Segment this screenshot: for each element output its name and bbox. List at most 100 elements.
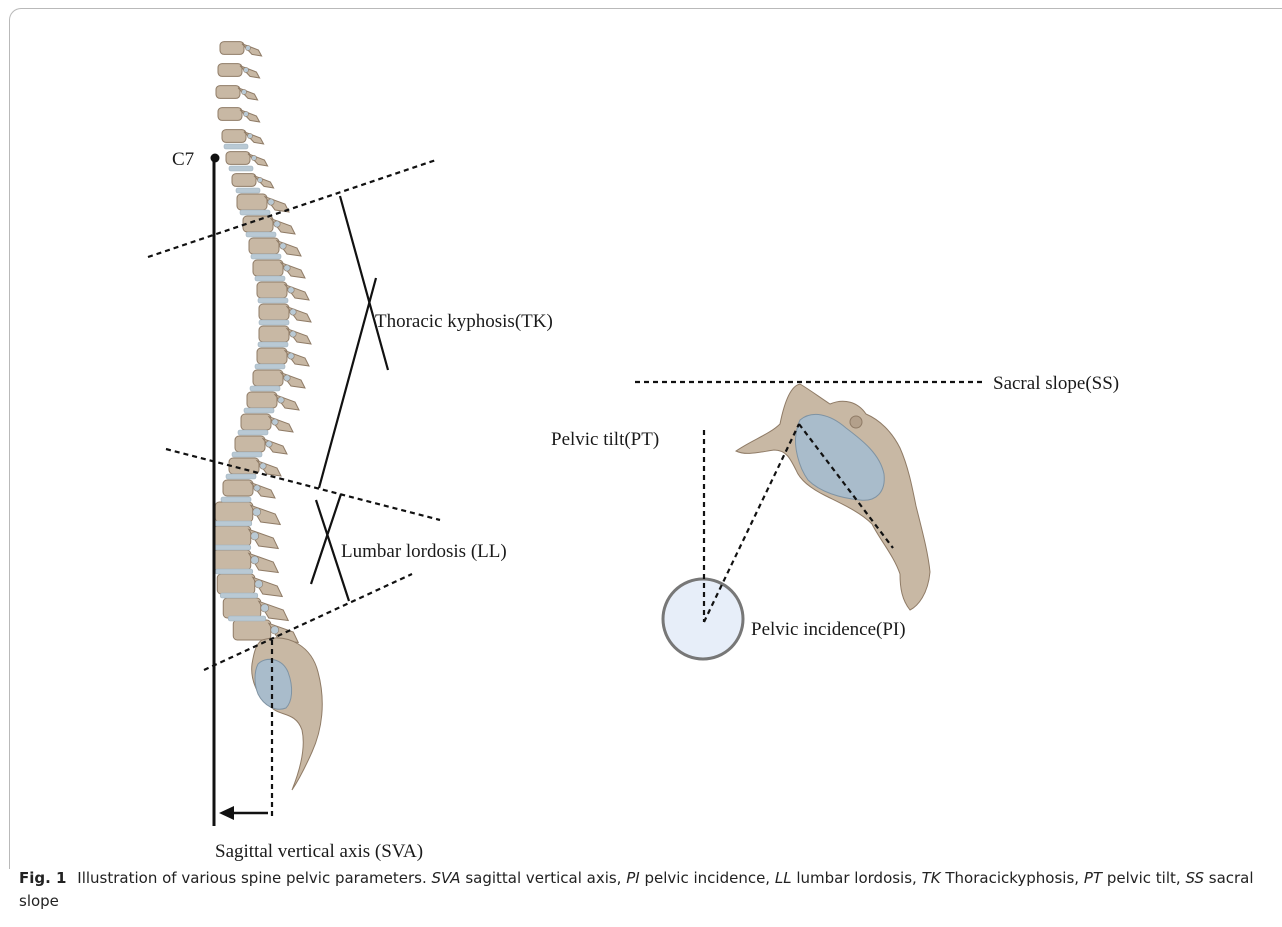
intervertebral-disc <box>240 210 270 215</box>
intervertebral-disc <box>220 593 258 598</box>
vertebral-foramen <box>284 265 290 271</box>
intervertebral-disc <box>259 320 289 325</box>
intervertebral-disc <box>255 364 285 369</box>
spinous-process <box>254 176 274 188</box>
intervertebral-disc <box>214 521 252 526</box>
caption-desc: Thoracickyphosis, <box>945 869 1079 887</box>
intervertebral-disc <box>236 188 260 193</box>
vertebral-foramen <box>251 532 259 540</box>
sva-label: Sagittal vertical axis (SVA) <box>215 841 423 862</box>
ss-label: Sacral slope(SS) <box>993 373 1119 394</box>
vertebra-body <box>259 304 289 320</box>
spine-pelvic-diagram: C7 Thoracic kyphosis(TK) Lumbar lordosis… <box>0 0 1282 870</box>
intervertebral-disc <box>258 298 288 303</box>
intervertebral-disc <box>224 144 248 149</box>
vertebral-foramen <box>290 331 296 337</box>
intervertebral-disc <box>215 569 253 574</box>
vertebra-body <box>218 64 242 77</box>
vertebra-body <box>253 260 283 276</box>
vertebra-body <box>223 598 261 618</box>
vertebral-foramen <box>266 441 272 447</box>
vertebral-foramen <box>280 243 286 249</box>
pi-label: Pelvic incidence(PI) <box>751 619 906 640</box>
vertebra-body <box>218 108 242 121</box>
intervertebral-disc <box>228 616 266 621</box>
vertebral-foramen <box>251 155 256 160</box>
caption-desc: sagittal vertical axis, <box>465 869 621 887</box>
vertebra-body <box>257 282 287 298</box>
vertebral-foramen <box>268 199 274 205</box>
vertebral-foramen <box>243 111 248 116</box>
caption-abbr: PT <box>1084 869 1102 887</box>
spinous-process <box>248 154 268 166</box>
vertebra-body <box>241 414 271 430</box>
vertebral-foramen <box>247 133 252 138</box>
intervertebral-disc <box>238 430 268 435</box>
pt-label: Pelvic tilt(PT) <box>551 429 659 450</box>
vertebra-body <box>249 238 279 254</box>
vertebra-body <box>215 502 253 522</box>
tk-lower-line <box>166 449 440 520</box>
vertebra-body <box>253 370 283 386</box>
vertebral-foramen <box>272 419 278 425</box>
vertebral-foramen <box>288 287 294 293</box>
intervertebral-disc <box>229 166 253 171</box>
caption-term-2: LL lumbar lordosis, <box>775 869 922 887</box>
intervertebral-disc <box>221 497 251 502</box>
intervertebral-disc <box>226 474 256 479</box>
caption-desc: pelvic incidence, <box>645 869 771 887</box>
vertebra-body <box>233 620 271 640</box>
intervertebral-disc <box>246 232 276 237</box>
intervertebral-disc <box>258 342 288 347</box>
spinous-process <box>242 44 262 56</box>
spinous-process <box>244 132 264 144</box>
vertebra-body <box>213 550 251 570</box>
ll-label: Lumbar lordosis (LL) <box>341 541 507 562</box>
intervertebral-disc <box>232 452 262 457</box>
tk-perp-lower <box>319 278 376 488</box>
figure-caption: Fig. 1 Illustration of various spine pel… <box>19 867 1269 913</box>
vertebra-body <box>226 152 250 165</box>
intervertebral-disc <box>250 386 280 391</box>
caption-term-0: SVA sagittal vertical axis, <box>432 869 627 887</box>
vertebral-foramen <box>245 45 250 50</box>
spinous-process <box>240 110 260 122</box>
caption-abbr: SVA <box>432 869 461 887</box>
vertebra-body <box>259 326 289 342</box>
intervertebral-disc <box>213 545 251 550</box>
vertebral-foramen <box>255 580 263 588</box>
vertebral-foramen <box>241 89 246 94</box>
caption-term-3: TK Thoracickyphosis, <box>922 869 1084 887</box>
c7-label: C7 <box>172 149 194 170</box>
vertebra-body <box>237 194 267 210</box>
caption-abbr: SS <box>1185 869 1204 887</box>
intervertebral-disc <box>244 408 274 413</box>
figure-number: Fig. 1 <box>19 869 66 887</box>
vertebral-foramen <box>254 485 260 491</box>
vertebra-body <box>232 174 256 187</box>
vertebral-foramen <box>257 177 262 182</box>
vertebral-foramen <box>274 221 280 227</box>
spine-sacrum <box>252 638 323 790</box>
caption-abbr: PI <box>626 869 639 887</box>
vertebral-foramen <box>271 626 279 634</box>
vertebral-foramen <box>251 556 259 564</box>
vertebral-foramen <box>253 508 261 516</box>
spinous-process <box>240 66 260 78</box>
caption-intro: Illustration of various spine pelvic par… <box>77 869 426 887</box>
ll-perp-lower <box>311 494 341 584</box>
vertebral-foramen <box>278 397 284 403</box>
vertebra-body <box>213 526 251 546</box>
vertebra-body <box>223 480 253 496</box>
vertebra-body <box>222 130 246 143</box>
caption-abbr: TK <box>922 869 941 887</box>
tk-label: Thoracic kyphosis(TK) <box>375 311 553 332</box>
vertebra-body <box>217 574 255 594</box>
caption-abbr: LL <box>775 869 792 887</box>
sva-arrowhead <box>219 806 234 820</box>
intervertebral-disc <box>251 254 281 259</box>
vertebra-body <box>247 392 277 408</box>
caption-desc: pelvic tilt, <box>1107 869 1181 887</box>
vertebral-foramen <box>260 463 266 469</box>
vertebral-foramen <box>261 604 269 612</box>
